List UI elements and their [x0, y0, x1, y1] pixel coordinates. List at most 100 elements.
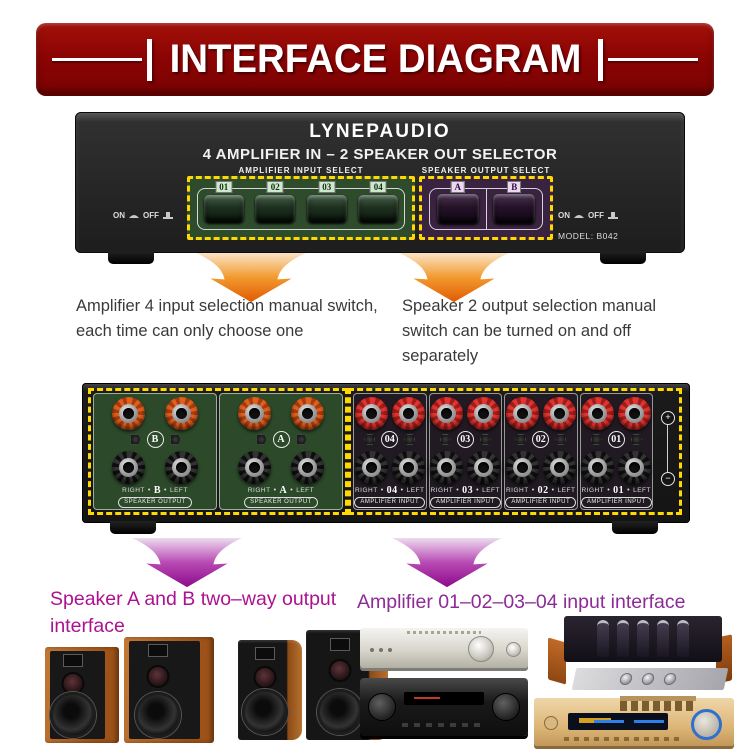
amp-select-label: AMPLIFIER INPUT SELECT: [238, 166, 364, 175]
display-window: [404, 692, 484, 705]
device-foot: [600, 251, 646, 264]
circled-plus-icon: +: [661, 411, 675, 425]
button-label: 03: [318, 181, 336, 193]
tube-amplifier-image: [548, 616, 732, 690]
channel-caption: RIGHT • 01 • LEFT: [581, 485, 652, 496]
button-label: A: [450, 181, 465, 193]
rocker-switch-icon: [493, 194, 536, 224]
rocker-switch-icon: [436, 194, 479, 224]
gold-receiver-image: [534, 698, 734, 746]
channel-caption: RIGHT • 03 • LEFT: [430, 485, 501, 496]
speaker-interface-caption: Speaker A and B two–way output interface: [50, 588, 337, 638]
terminal-section: 03 RIGHT • 03 • LEFT AMPLIFIER INPUT: [428, 393, 502, 510]
section-type-label: AMPLIFIER INPUT: [505, 497, 577, 508]
channel-caption: RIGHT • B • LEFT: [122, 485, 188, 496]
section-type-label: AMPLIFIER INPUT: [429, 497, 501, 508]
terminal-section: 02 RIGHT • 02 • LEFT AMPLIFIER INPUT: [504, 393, 578, 510]
rocker-switch-icon: [358, 195, 399, 223]
knob: [492, 693, 520, 721]
binding-post-icon: [430, 451, 464, 484]
rocker-switch-icon: [306, 195, 347, 223]
off-label: OFF: [588, 211, 604, 220]
on-button-icon: [574, 215, 584, 218]
device-foot: [612, 521, 658, 534]
speaker-output-terminal-group: B RIGHT • B • LEFT SPEAKER OUTPUT: [88, 388, 348, 515]
negative-post-row: [505, 451, 576, 484]
orange-down-arrow-icon: [196, 252, 306, 303]
section-id-row: 03: [439, 431, 491, 448]
section-id-badge: A: [272, 431, 290, 448]
spk-button-frame: A B: [429, 181, 543, 230]
silver-amplifier-image: [360, 628, 528, 668]
tweeter: [330, 637, 351, 651]
section-id-badge: 01: [607, 431, 625, 448]
polarity-legend: + −: [659, 403, 675, 500]
device-title: 4 AMPLIFIER IN – 2 SPEAKER OUT SELECTOR: [202, 146, 558, 163]
binding-post-icon: [505, 451, 539, 484]
hex-nut-icon: [439, 434, 451, 445]
section-id-badge: 02: [532, 431, 550, 448]
hex-nut-icon: [255, 434, 267, 445]
speaker-output-select-group: SPEAKER OUTPUT SELECT A B: [419, 166, 553, 240]
black-receiver-image: [360, 678, 528, 736]
vacuum-tube: [677, 620, 689, 657]
positive-post-row: [238, 397, 324, 430]
hex-nut-icon: [169, 434, 181, 445]
hex-nut-icon: [555, 434, 567, 445]
amp-select-slot: 03: [301, 181, 353, 229]
amp-select-slot: 01: [198, 181, 250, 229]
front-panel-image: LYNEPAUDIO 4 AMPLIFIER IN – 2 SPEAKER OU…: [75, 112, 685, 253]
spk-select-slot: A: [430, 181, 486, 229]
bookshelf-speaker-image: [45, 647, 119, 743]
button-row: [402, 723, 486, 727]
banner-line-right: [608, 58, 699, 61]
negative-post-row: [112, 451, 198, 484]
binding-post-icon: [391, 451, 425, 484]
section-type-label: AMPLIFIER INPUT: [354, 497, 426, 508]
section-id-row: 01: [590, 431, 642, 448]
tube-chamber: [564, 616, 722, 662]
tweeter: [254, 647, 275, 660]
top-buttons: [620, 701, 696, 711]
binding-post-icon: [291, 451, 324, 484]
amp-switch-note: Amplifier 4 input selection manual switc…: [76, 297, 378, 340]
banner-bar-left: [146, 38, 152, 81]
binding-post-icon: [430, 397, 464, 430]
display-window: [568, 713, 668, 730]
banner-line-left: [52, 58, 142, 61]
section-id-badge: 04: [381, 431, 399, 448]
channel-caption: RIGHT • 04 • LEFT: [354, 485, 425, 496]
off-label: OFF: [143, 211, 159, 220]
binding-post-icon: [467, 397, 501, 430]
knob: [368, 693, 396, 721]
mid-driver: [146, 664, 170, 688]
section-id-row: A: [255, 431, 307, 448]
binding-post-icon: [618, 397, 652, 430]
page-title: INTERFACE DIAGRAM: [169, 37, 581, 81]
positive-post-row: [354, 397, 425, 430]
binding-post-icon: [291, 397, 324, 430]
control-panel: [571, 668, 729, 690]
amp-select-slot: 02: [250, 181, 302, 229]
on-button-icon: [129, 215, 139, 218]
back-panel-image: B RIGHT • B • LEFT SPEAKER OUTPUT: [82, 383, 690, 523]
positive-post-row: [112, 397, 198, 430]
positive-post-row: [581, 397, 652, 430]
tweeter: [148, 644, 169, 658]
section-type-label: AMPLIFIER INPUT: [580, 497, 652, 508]
binding-post-icon: [581, 397, 615, 430]
hex-nut-icon: [364, 434, 376, 445]
binding-post-icon: [112, 397, 145, 430]
section-id-badge: B: [146, 431, 164, 448]
bookshelf-speaker-image: [124, 637, 214, 743]
amplifier-interface-caption: Amplifier 01–02–03–04 input interface: [357, 591, 686, 613]
binding-post-icon: [542, 451, 576, 484]
off-button-icon: [163, 211, 173, 219]
section-id-row: 02: [515, 431, 567, 448]
amp-button-frame: 01 02 03 04: [197, 181, 405, 230]
binding-post-icon: [618, 451, 652, 484]
hex-nut-icon: [590, 434, 602, 445]
button-row: [564, 737, 682, 741]
logo-badge: [544, 716, 558, 730]
